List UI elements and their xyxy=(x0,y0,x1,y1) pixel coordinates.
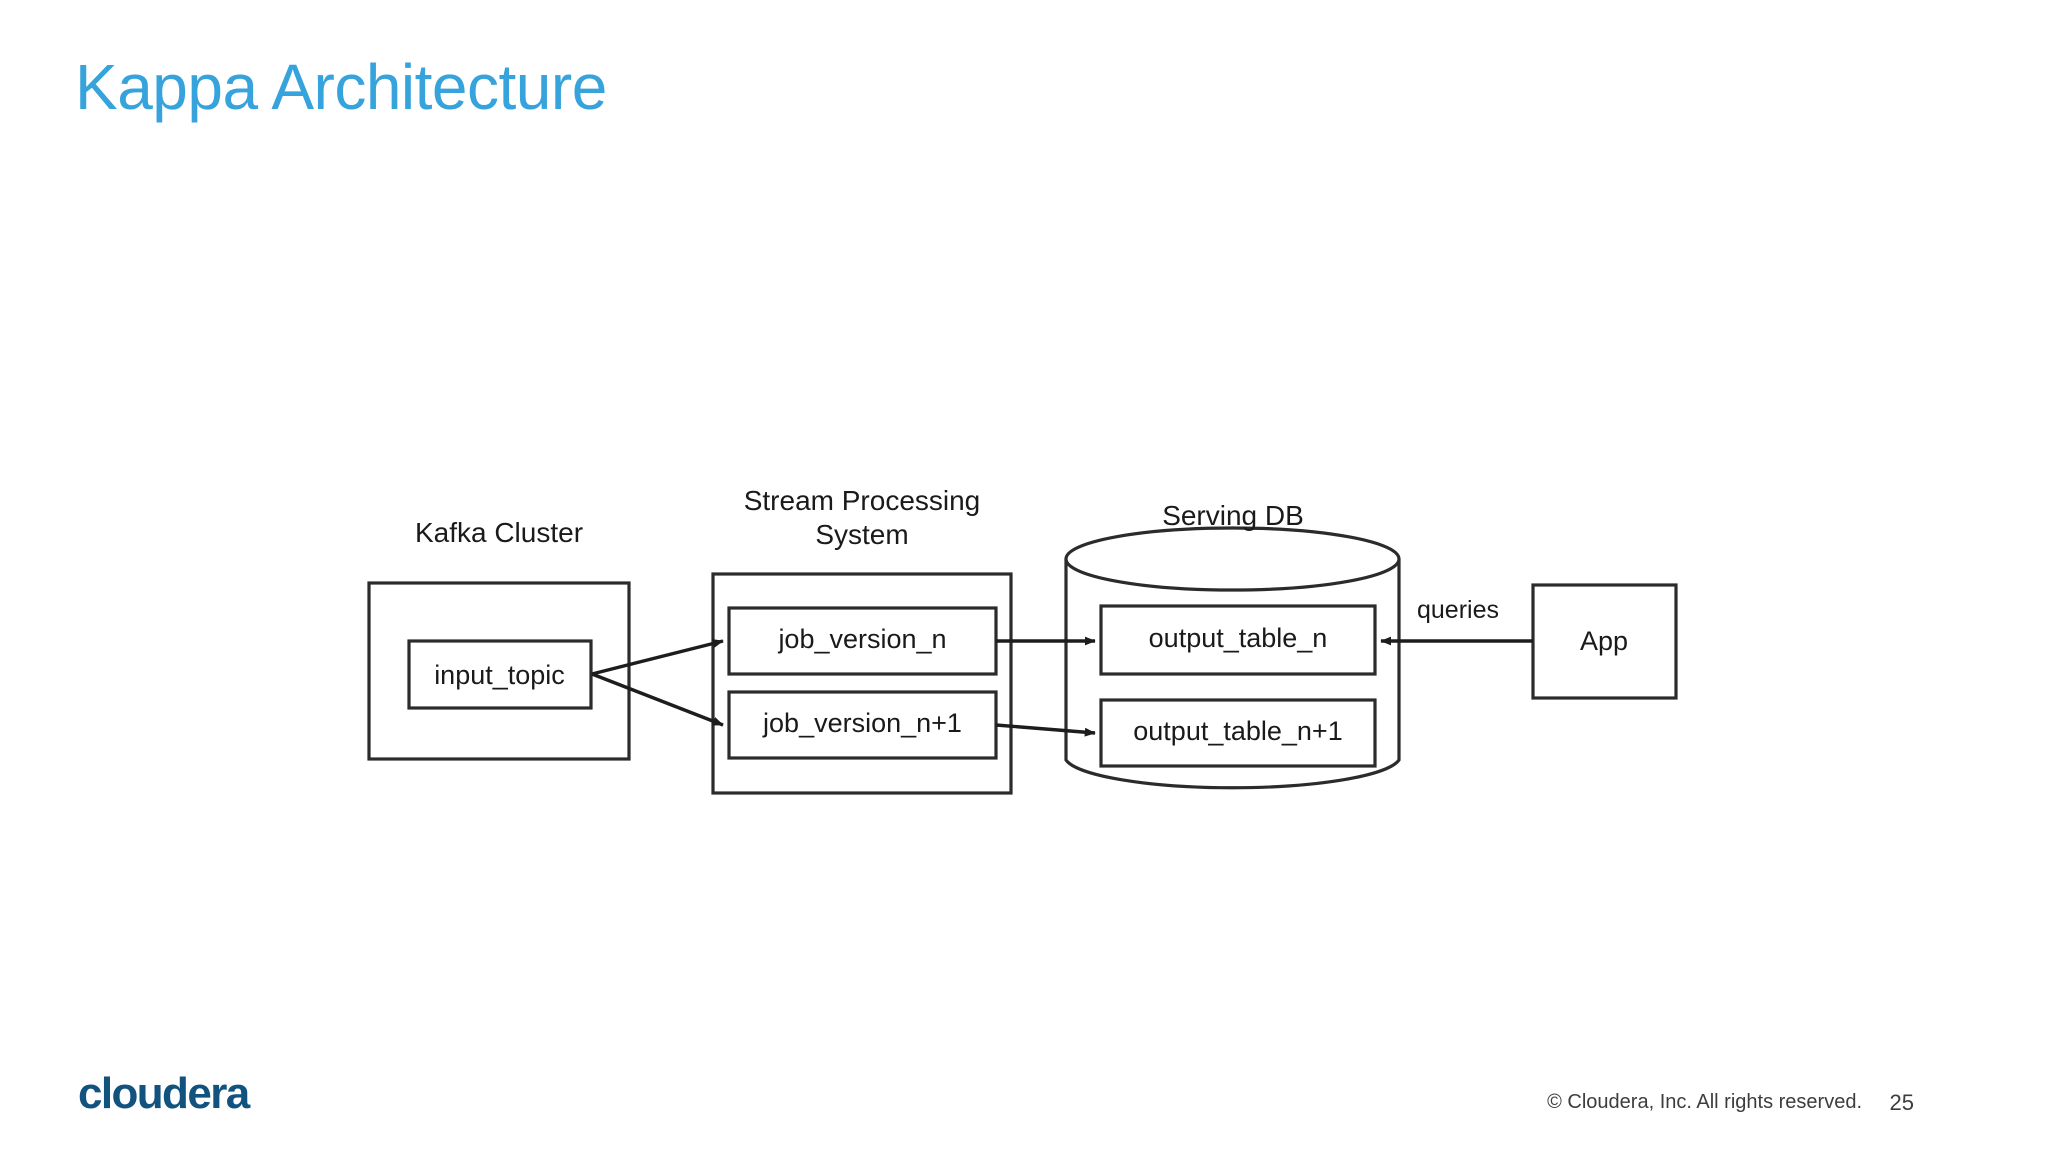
job-version-n-box xyxy=(727,606,998,676)
edge-input-topic-to-job-version-n xyxy=(591,639,724,676)
footer-copyright: © Cloudera, Inc. All rights reserved. xyxy=(1547,1091,1862,1113)
edge-job-version-n1-to-output-table-n1 xyxy=(995,723,1096,737)
job-version-n1-box xyxy=(727,690,998,760)
app-label: App xyxy=(1579,626,1629,656)
stream-system-title: Stream Processing System xyxy=(692,484,1032,552)
job-version-n1-label: job_version_n+1 xyxy=(763,708,962,738)
stream-system-title-line1: Stream Processing xyxy=(743,485,981,516)
page-number: 25 xyxy=(1889,1090,1914,1115)
output-table-n1-box xyxy=(1099,698,1377,768)
stream-system-title-line2: System xyxy=(815,519,909,551)
serving-db-title: Serving DB xyxy=(1162,500,1304,531)
queries-edge-label: queries xyxy=(1417,596,1499,624)
kafka-cluster-title: Kafka Cluster xyxy=(414,517,584,548)
cloudera-logo: cloudera xyxy=(78,1069,250,1118)
input-topic-label: input_topic xyxy=(434,660,565,690)
output-table-n-box xyxy=(1099,604,1377,676)
job-version-n-label: job_version_n xyxy=(778,624,947,654)
input-topic-box xyxy=(407,639,593,710)
serving-db-cylinder-top xyxy=(1064,526,1401,592)
app-box xyxy=(1531,583,1678,700)
output-table-n1-label: output_table_n+1 xyxy=(1133,716,1343,746)
output-table-n-label: output_table_n xyxy=(1148,623,1328,653)
page-title: Kappa Architecture xyxy=(75,51,607,123)
edge-input-topic-to-job-version-n1 xyxy=(591,672,724,727)
